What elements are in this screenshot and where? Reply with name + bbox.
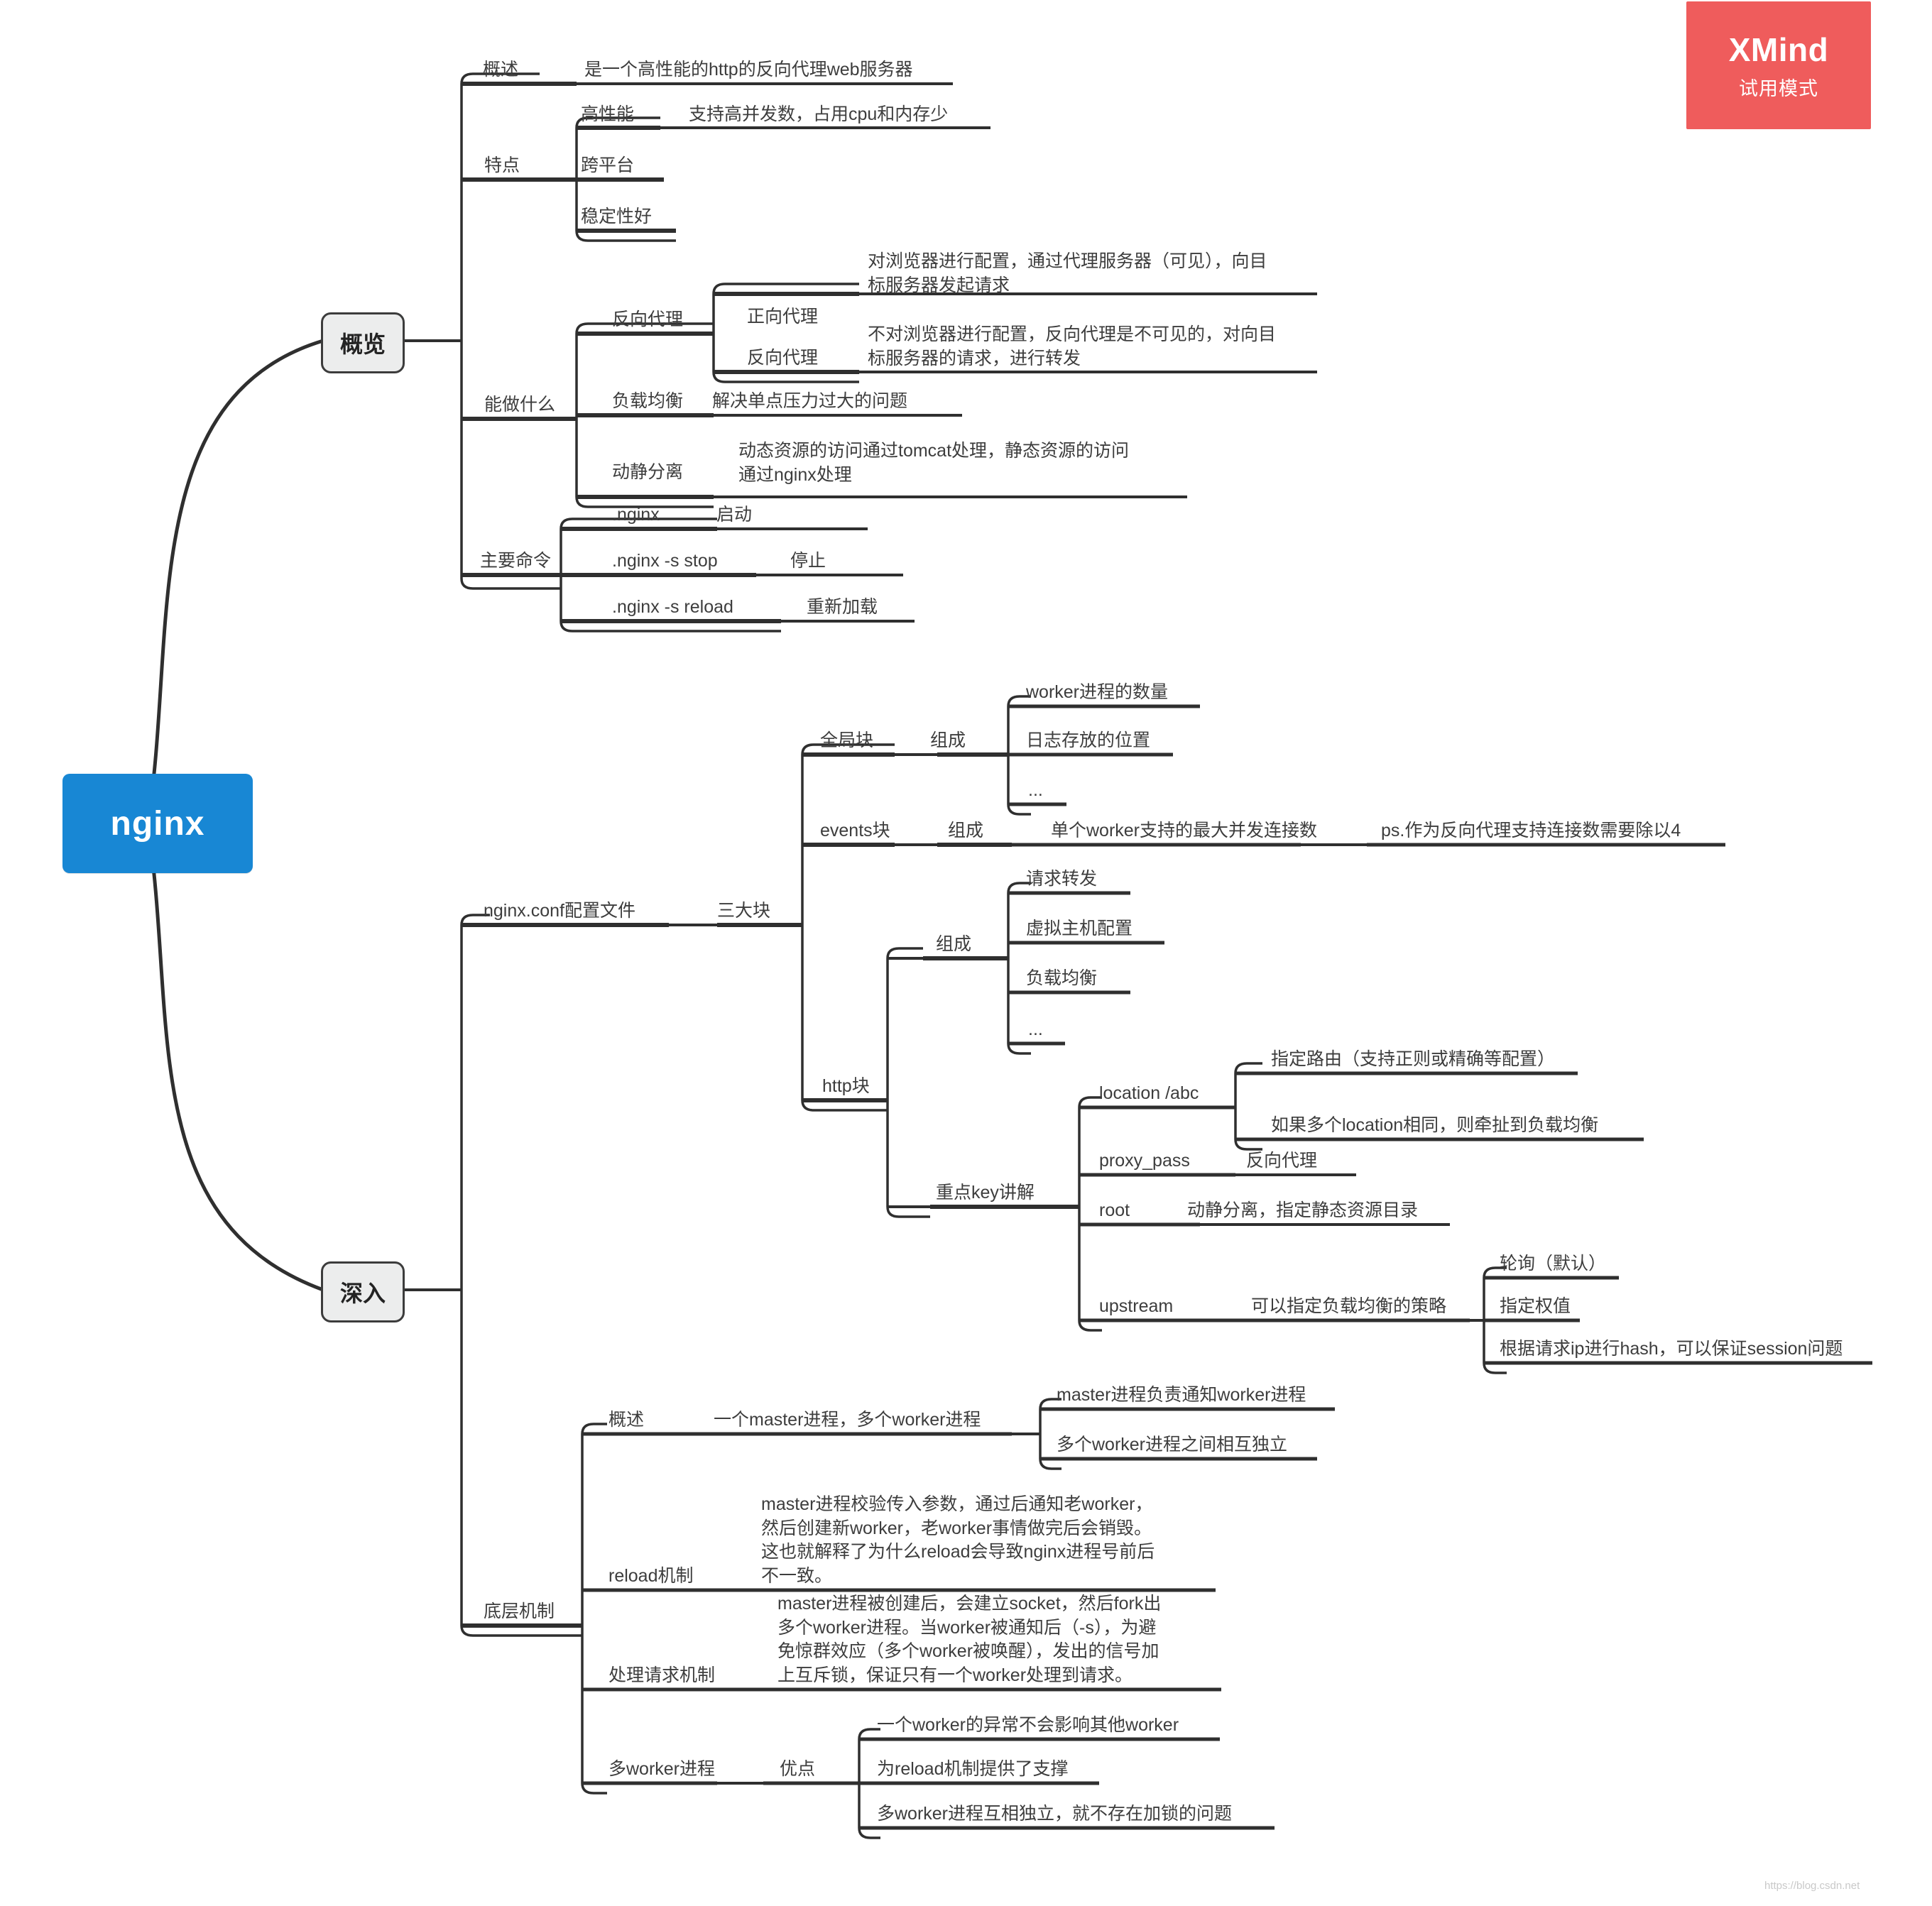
node-fanxiang-zhengxiang-desc[interactable]: 对浏览器进行配置，通过代理服务器（可见），向目 标服务器发起请求 — [868, 251, 1267, 295]
branch-deep[interactable]: 深入 — [321, 1261, 405, 1322]
node-tedian-gaoxingneng-desc[interactable]: 支持高并发数，占用cpu和内存少 — [689, 104, 949, 124]
node-cmd-nginx[interactable]: .nginx — [612, 505, 660, 525]
node-underlying-reload-desc[interactable]: master进程校验传入参数，通过后通知老worker， 然后创建新worker… — [761, 1494, 1155, 1586]
node-overview-nengzuo[interactable]: 能做什么 — [484, 395, 556, 415]
node-upstream-policy-weight[interactable]: 指定权值 — [1500, 1296, 1571, 1316]
node-http-zucheng[interactable]: 组成 — [936, 934, 972, 954]
root-label: nginx — [110, 804, 205, 843]
node-block-global-zucheng[interactable]: 组成 — [930, 730, 966, 750]
node-multiworker-advantages[interactable]: 优点 — [780, 1759, 816, 1779]
node-http-item-more[interactable]: ... — [1028, 1019, 1043, 1039]
node-deep-underlying[interactable]: 底层机制 — [484, 1601, 555, 1621]
xmind-trial-label: 试用模式 — [1739, 77, 1818, 99]
node-overview-gaishu-desc[interactable]: 是一个高性能的http的反向代理web服务器 — [584, 60, 913, 80]
node-upstream-policy-iphash[interactable]: 根据请求ip进行hash，可以保证session问题 — [1500, 1339, 1843, 1359]
branch-overview[interactable]: 概览 — [321, 312, 405, 373]
node-upstream-policy-roundrobin[interactable]: 轮询（默认） — [1500, 1254, 1607, 1274]
node-block-events-zucheng[interactable]: 组成 — [948, 821, 984, 840]
node-tedian-wendingxing[interactable]: 稳定性好 — [581, 207, 653, 226]
node-global-item-more[interactable]: ... — [1028, 780, 1043, 800]
node-cmd-reload-desc[interactable]: 重新加载 — [807, 597, 878, 617]
node-nengzuo-fuzai-desc[interactable]: 解决单点压力过大的问题 — [712, 391, 908, 411]
node-underlying-gaishu-desc[interactable]: 一个master进程，多个worker进程 — [714, 1410, 981, 1430]
node-underlying-request-handling[interactable]: 处理请求机制 — [608, 1665, 716, 1685]
node-underlying-multiworker[interactable]: 多worker进程 — [608, 1759, 716, 1779]
node-http-item-forward[interactable]: 请求转发 — [1026, 869, 1098, 889]
node-underlying-gaishu[interactable]: 概述 — [608, 1410, 645, 1430]
node-advantage-no-lock[interactable]: 多worker进程互相独立，就不存在加锁的问题 — [877, 1804, 1233, 1824]
node-key-root-desc[interactable]: 动静分离，指定静态资源目录 — [1187, 1200, 1419, 1220]
node-cmd-stop[interactable]: .nginx -s stop — [612, 551, 718, 571]
node-http-item-lb[interactable]: 负载均衡 — [1026, 968, 1098, 988]
node-key-upstream-desc[interactable]: 可以指定负载均衡的策略 — [1251, 1296, 1447, 1316]
node-events-max-conn[interactable]: 单个worker支持的最大并发连接数 — [1051, 821, 1318, 840]
node-http-key-points[interactable]: 重点key讲解 — [936, 1183, 1035, 1203]
node-key-upstream[interactable]: upstream — [1099, 1296, 1174, 1316]
node-cmd-nginx-desc[interactable]: 启动 — [716, 505, 753, 525]
node-fanxiang-fanxiang[interactable]: 反向代理 — [747, 348, 819, 368]
node-underlying-reload[interactable]: reload机制 — [608, 1566, 694, 1586]
node-underlying-request-handling-desc[interactable]: master进程被创建后，会建立socket，然后fork出 多个worker进… — [777, 1594, 1162, 1685]
branch-deep-label: 深入 — [339, 1281, 386, 1306]
node-nengzuo-fuzai[interactable]: 负载均衡 — [612, 391, 684, 411]
xmind-logo-text: XMind — [1728, 31, 1829, 68]
node-http-item-vhost[interactable]: 虚拟主机配置 — [1026, 919, 1133, 938]
node-cmd-reload[interactable]: .nginx -s reload — [612, 597, 733, 617]
node-tedian-gaoxingneng[interactable]: 高性能 — [581, 104, 635, 124]
node-fanxiang-fanxiang-desc[interactable]: 不对浏览器进行配置，反向代理是不可见的，对向目 标服务器的请求，进行转发 — [868, 324, 1277, 368]
node-global-item-log-path[interactable]: 日志存放的位置 — [1026, 730, 1151, 750]
node-deep-sandakuai[interactable]: 三大块 — [717, 901, 771, 921]
node-advantage-reload-support[interactable]: 为reload机制提供了支撑 — [877, 1759, 1069, 1779]
node-block-events[interactable]: events块 — [820, 821, 890, 840]
node-key-location[interactable]: location /abc — [1099, 1083, 1199, 1103]
node-tedian-kuapingtai[interactable]: 跨平台 — [581, 155, 635, 175]
node-cmd-stop-desc[interactable]: 停止 — [790, 551, 826, 571]
node-location-desc-lb[interactable]: 如果多个location相同，则牵扯到负载均衡 — [1271, 1115, 1599, 1135]
xmind-trial-watermark: XMind 试用模式 — [1686, 1, 1871, 129]
node-overview-gaishu[interactable]: 概述 — [483, 60, 519, 80]
node-events-ps-note[interactable]: ps.作为反向代理支持连接数需要除以4 — [1381, 821, 1681, 840]
branch-overview-label: 概览 — [339, 332, 386, 357]
node-advantage-isolation[interactable]: 一个worker的异常不会影响其他worker — [877, 1715, 1179, 1735]
node-key-proxy-pass-desc[interactable]: 反向代理 — [1246, 1151, 1318, 1171]
node-block-global[interactable]: 全局块 — [820, 730, 874, 750]
node-key-root[interactable]: root — [1099, 1200, 1130, 1220]
node-nengzuo-dongjing[interactable]: 动静分离 — [612, 462, 684, 482]
node-block-http[interactable]: http块 — [822, 1076, 870, 1096]
node-nengzuo-dongjing-desc[interactable]: 动态资源的访问通过tomcat处理，静态资源的访问 通过nginx处理 — [738, 441, 1130, 485]
root-node[interactable]: nginx — [62, 774, 253, 873]
node-overview-tedian[interactable]: 特点 — [484, 155, 520, 175]
node-deep-conf[interactable]: nginx.conf配置文件 — [484, 901, 635, 921]
node-location-desc-route[interactable]: 指定路由（支持正则或精确等配置） — [1271, 1049, 1556, 1069]
node-gaishu-master-notify[interactable]: master进程负责通知worker进程 — [1057, 1385, 1306, 1405]
node-gaishu-workers-independent[interactable]: 多个worker进程之间相互独立 — [1057, 1435, 1288, 1455]
node-global-item-worker-count[interactable]: worker进程的数量 — [1026, 682, 1169, 702]
node-fanxiang-zhengxiang[interactable]: 正向代理 — [747, 307, 819, 327]
node-overview-zhuyao[interactable]: 主要命令 — [480, 551, 552, 571]
footer-watermark: https://blog.csdn.net — [1764, 1880, 1860, 1892]
node-key-proxy-pass[interactable]: proxy_pass — [1099, 1151, 1190, 1171]
node-nengzuo-fanxiang[interactable]: 反向代理 — [612, 310, 684, 329]
